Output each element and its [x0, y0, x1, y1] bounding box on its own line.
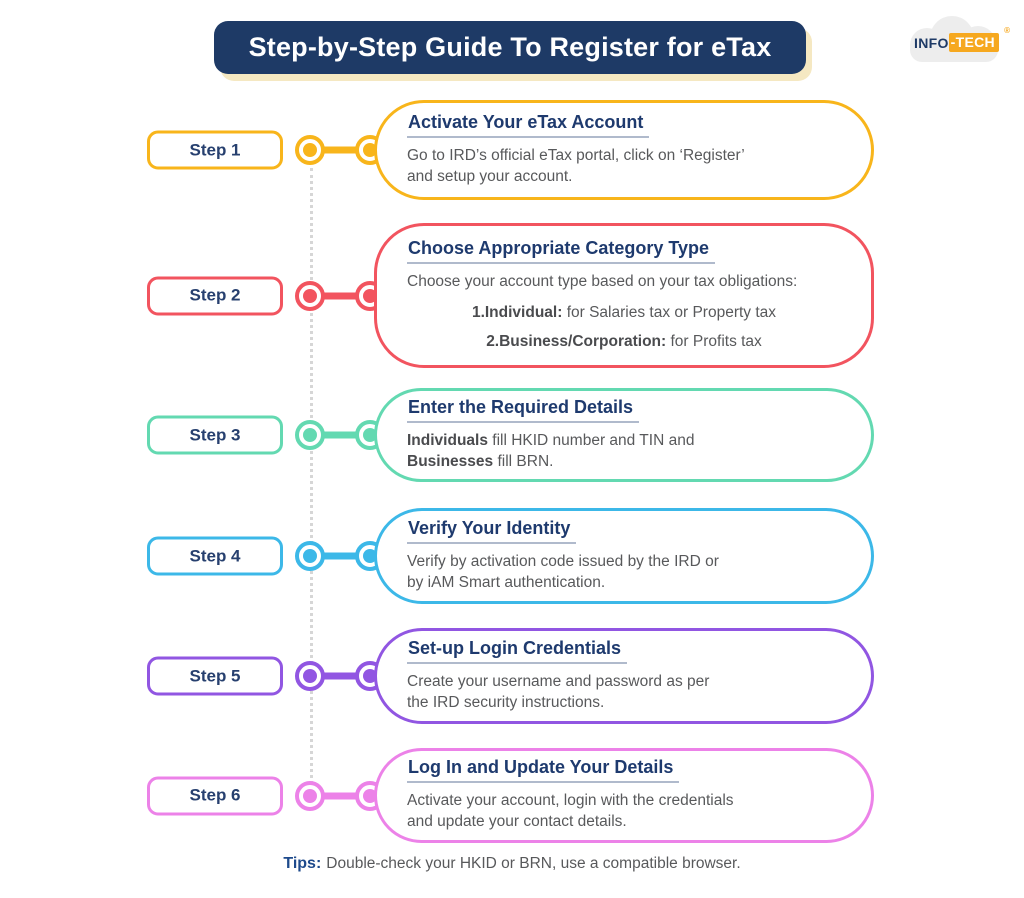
- step-3-description: Individuals fill HKID number and TIN and…: [407, 430, 841, 472]
- step-5-card: Set-up Login Credentials Create your use…: [374, 628, 874, 724]
- step-4-description: Verify by activation code issued by the …: [407, 551, 841, 593]
- step-4-title: Verify Your Identity: [407, 518, 577, 544]
- step-1-description: Go to IRD’s official eTax portal, click …: [407, 145, 841, 187]
- step-5-label: Step 5: [189, 666, 241, 685]
- text-line: Activate your account, login with the cr…: [407, 792, 734, 809]
- step-5-title: Set-up Login Credentials: [407, 638, 628, 664]
- text-line: Individuals fill HKID number and TIN and: [407, 431, 695, 449]
- step-6-title: Log In and Update Your Details: [407, 757, 680, 783]
- step-2-label: Step 2: [189, 285, 241, 305]
- tips-footer: Tips:Double-check your HKID or BRN, use …: [0, 855, 1024, 873]
- tips-text: Double-check your HKID or BRN, use a com…: [326, 855, 741, 872]
- connector-dumbbell-icon: [295, 135, 385, 165]
- text-line: Businesses fill BRN.: [407, 452, 554, 470]
- step-3-title: Enter the Required Details: [407, 397, 640, 423]
- step-2-card: Choose Appropriate Category Type Choose …: [374, 223, 874, 368]
- infotech-logo: INFO-TECH ®: [906, 12, 1012, 66]
- text-line: Create your username and password as per: [407, 672, 710, 690]
- step-row-4: Step 4 Verify Your Identity Verify by ac…: [0, 508, 1024, 604]
- text-line: 1.Individual: for Salaries tax or Proper…: [471, 303, 777, 321]
- text-line: and update your contact details.: [407, 813, 627, 830]
- step-5-description: Create your username and password as per…: [407, 671, 841, 713]
- step-2-description: Choose your account type based on your t…: [407, 271, 841, 292]
- logo-text-tech: -TECH: [948, 33, 999, 52]
- page-title: Step-by-Step Guide To Register for eTax: [248, 32, 772, 62]
- step-2-pill: Step 2: [147, 276, 283, 315]
- logo-text-info: INFO: [914, 34, 949, 51]
- step-row-5: Step 5 Set-up Login Credentials Create y…: [0, 628, 1024, 724]
- step-1-label: Step 1: [189, 140, 241, 159]
- step-6-description: Activate your account, login with the cr…: [407, 790, 841, 832]
- step-4-pill: Step 4: [147, 536, 283, 576]
- step-5-pill: Step 5: [147, 656, 283, 696]
- step-3-pill: Step 3: [147, 415, 283, 455]
- step-row-3: Step 3 Enter the Required Details Indivi…: [0, 388, 1024, 482]
- step-6-label: Step 6: [189, 785, 241, 805]
- text-line: Go to IRD’s official eTax portal, click …: [407, 146, 745, 164]
- step-row-1: Step 1 Activate Your eTax Account Go to …: [0, 100, 1024, 200]
- text-line: by iAM Smart authentication.: [407, 573, 606, 591]
- step-1-title: Activate Your eTax Account: [407, 112, 650, 138]
- timeline-dotted-line: [310, 168, 313, 808]
- text-line: Choose your account type based on your t…: [407, 272, 798, 290]
- step-2-category-list: 1.Individual: for Salaries tax or Proper…: [407, 294, 841, 352]
- page-title-banner: Step-by-Step Guide To Register for eTax: [214, 21, 806, 74]
- registered-mark: ®: [1004, 26, 1010, 35]
- text-line: and setup your account.: [407, 167, 573, 185]
- step-2-title: Choose Appropriate Category Type: [407, 238, 716, 264]
- step-1-card: Activate Your eTax Account Go to IRD’s o…: [374, 100, 874, 200]
- step-row-2: Step 2 Choose Appropriate Category Type …: [0, 223, 1024, 368]
- text-line: Verify by activation code issued by the …: [407, 552, 719, 570]
- step-6-card: Log In and Update Your Details Activate …: [374, 748, 874, 843]
- tips-label: Tips:: [283, 855, 322, 872]
- step-4-label: Step 4: [189, 546, 241, 565]
- step-4-card: Verify Your Identity Verify by activatio…: [374, 508, 874, 604]
- step-1-pill: Step 1: [147, 130, 283, 170]
- step-6-pill: Step 6: [147, 776, 283, 815]
- text-line: the IRD security instructions.: [407, 693, 605, 711]
- step-row-6: Step 6 Log In and Update Your Details Ac…: [0, 748, 1024, 843]
- step-3-card: Enter the Required Details Individuals f…: [374, 388, 874, 482]
- step-3-label: Step 3: [189, 425, 241, 444]
- text-line: 2.Business/Corporation: for Profits tax: [486, 332, 762, 350]
- logo-wordmark: INFO-TECH: [914, 33, 999, 52]
